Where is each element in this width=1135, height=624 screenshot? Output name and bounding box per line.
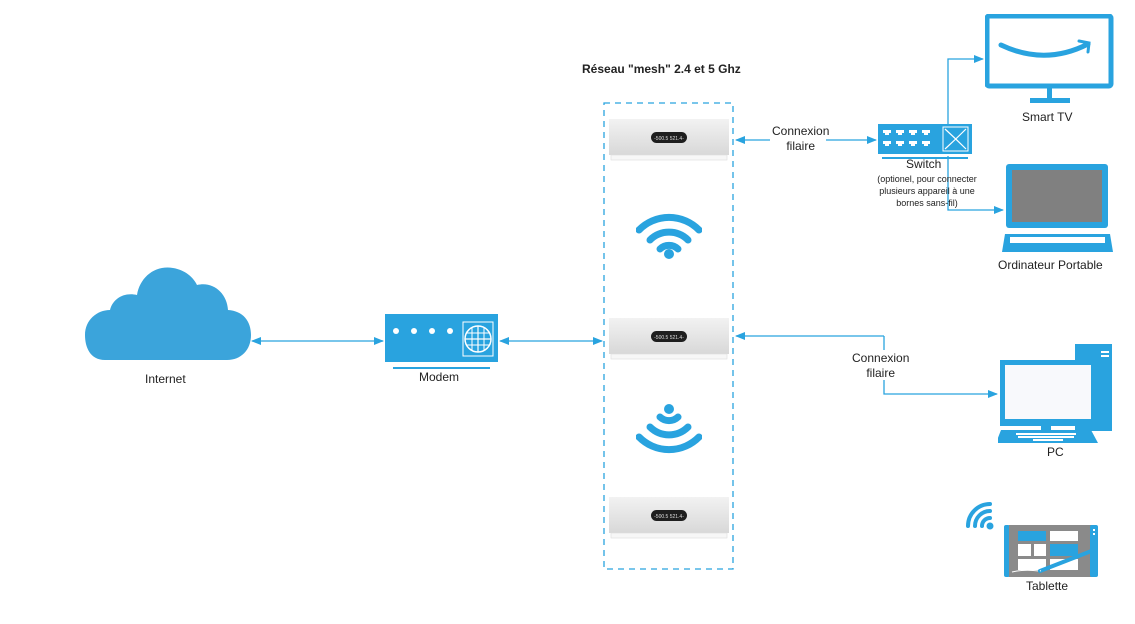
- wifi-signal-icon: [636, 404, 702, 454]
- cloud-icon[interactable]: [85, 265, 253, 365]
- mesh-title: Réseau "mesh" 2.4 et 5 Ghz: [582, 62, 741, 76]
- mesh-unit-bottom[interactable]: -500.5 521.4-: [609, 497, 729, 539]
- laptop-label: Ordinateur Portable: [998, 258, 1103, 272]
- svg-text:-500.5 521.4-: -500.5 521.4-: [654, 514, 684, 520]
- switch-note-line1: (optionel, pour connecter: [877, 174, 977, 184]
- switch-note: (optionel, pour connecter plusieurs appa…: [870, 173, 984, 209]
- desktop-pc-icon[interactable]: [998, 344, 1115, 444]
- switch-note-line3: bornes sans-fil): [896, 198, 958, 208]
- wired-connection-line1: Connexion: [852, 351, 910, 365]
- link-mesh-pc-bottom: [883, 380, 998, 398]
- switch-icon[interactable]: [878, 124, 972, 160]
- switch-label: Switch: [906, 157, 942, 171]
- wired-connection-label-top: Connexion filaire: [772, 124, 829, 154]
- wifi-icon: [636, 213, 702, 259]
- svg-text:-500.5 521.4-: -500.5 521.4-: [654, 136, 684, 142]
- mesh-container: [603, 102, 734, 570]
- modem-label: Modem: [419, 370, 460, 384]
- mesh-unit-middle[interactable]: -500.5 521.4-: [609, 318, 729, 360]
- link-switch-tv: [947, 55, 984, 124]
- internet-label: Internet: [145, 372, 186, 386]
- tablet-icon[interactable]: [1004, 523, 1100, 579]
- mesh-unit-top[interactable]: -500.5 521.4-: [609, 119, 729, 161]
- link-switch-laptop: [947, 156, 1004, 214]
- wifi-tablet-icon: [966, 502, 994, 530]
- pc-label: PC: [1047, 445, 1064, 459]
- modem-icon[interactable]: [385, 314, 500, 370]
- tv-icon[interactable]: [985, 14, 1115, 106]
- smart-tv-label: Smart TV: [1022, 110, 1073, 124]
- svg-text:-500.5 521.4-: -500.5 521.4-: [654, 335, 684, 341]
- wired-connection-label-pc: Connexion filaire: [852, 351, 909, 381]
- wired-connection-line1: Connexion: [772, 124, 830, 138]
- laptop-icon[interactable]: [1000, 164, 1115, 256]
- tablet-label: Tablette: [1026, 579, 1069, 593]
- switch-note-line2: plusieurs appareil à une: [879, 186, 975, 196]
- wired-connection-line2: filaire: [866, 366, 896, 380]
- wired-connection-line2: filaire: [786, 139, 816, 153]
